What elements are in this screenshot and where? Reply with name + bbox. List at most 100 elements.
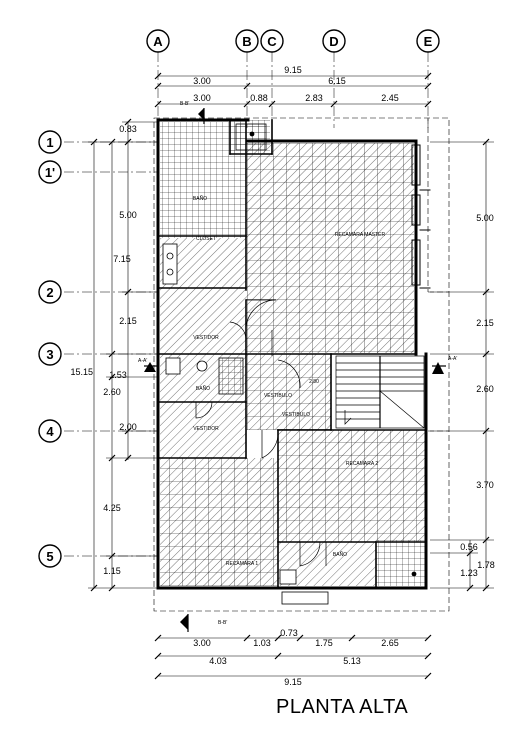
dim-stair-small: 2.80: [309, 379, 319, 385]
dim-left-a: 7.15: [113, 254, 131, 264]
room-label-bano-1: BAÑO: [193, 195, 207, 202]
dim-left-c: 2.60: [103, 387, 121, 397]
fill-vestidor-master: [160, 286, 246, 354]
dim-right-e: 0.56: [460, 542, 478, 552]
sheet-title: PLANTA ALTA: [276, 696, 409, 718]
dim-top-2b: 0.88: [250, 93, 268, 103]
dim-top-1a: 3.00: [193, 76, 211, 86]
svg-text:B-B': B-B': [218, 620, 227, 626]
fixtures: [162, 123, 417, 605]
svg-text:A: A: [153, 34, 163, 49]
column-bubbles: A B C D E: [146, 29, 440, 53]
grid-bubble-1: 1: [38, 130, 62, 154]
dim-right-b: 2.15: [476, 318, 494, 328]
dim-right-c: 2.60: [476, 384, 494, 394]
row-bubbles: 1 1' 2 3 4 5: [38, 130, 62, 568]
dim-top-2a: 3.00: [193, 93, 211, 103]
grid-bubble-b: B: [235, 29, 259, 53]
dim-bottom-total: 9.15: [284, 677, 302, 687]
room-label-vestibulo: VESTIBULO: [264, 393, 292, 399]
room-label-vestidor-2: VESTIDOR: [193, 426, 219, 432]
room-label-recamara-2: RECAMARA 2: [346, 461, 378, 467]
room-fills: [160, 120, 426, 586]
left-dimensions: [88, 118, 158, 592]
toilet-bowl: [166, 252, 174, 260]
ducto: [235, 123, 267, 151]
svg-text:2: 2: [46, 285, 53, 300]
section-mark-a-left: A-A': [138, 358, 158, 372]
room-label-vestidor-master: VESTIDOR: [193, 335, 219, 341]
closet-rack: [162, 243, 178, 285]
laundry: [279, 569, 297, 585]
room-label-closet: CLOSET: [196, 236, 216, 242]
svg-text:5: 5: [46, 549, 53, 564]
top-dimensions: [154, 72, 432, 108]
grid-bubble-3: 3: [38, 342, 62, 366]
dim-top-2d: 2.45: [381, 93, 399, 103]
fill-recamara-master-grid: [246, 143, 414, 353]
dim-left-inner-a: 0.83: [119, 124, 137, 134]
svg-text:A-A': A-A': [138, 358, 147, 364]
fill-vestidor-2: [160, 402, 246, 458]
dim-bottom-2b: 5.13: [343, 656, 361, 666]
room-label-recamara-master: RECAMARA MASTER: [335, 232, 386, 238]
svg-text:A-A': A-A': [448, 356, 457, 362]
room-labels: BAÑO RECAMARA MASTER CLOSET VESTIDOR VES…: [193, 195, 386, 567]
grid-bubble-1-prime: 1': [38, 160, 62, 184]
doors: [195, 299, 327, 567]
right-dimensions: [430, 138, 494, 592]
dim-bottom-1a: 3.00: [193, 638, 211, 648]
fill-recamara-1-grid: [160, 458, 278, 586]
svg-text:E: E: [424, 34, 433, 49]
dim-left-inner-b: 5.00: [119, 210, 137, 220]
section-mark-b-bottom: B-B': [180, 614, 227, 632]
dim-right-g: 1.78: [477, 560, 495, 570]
room-label-vestibulo-2: VESTIBULO: [282, 412, 310, 418]
dim-bottom-1e: 2.65: [381, 638, 399, 648]
section-mark-a-right: A-A': [432, 356, 457, 374]
fill-shower-3: [376, 540, 426, 586]
grid-bubble-e: E: [416, 29, 440, 53]
svg-text:3: 3: [46, 347, 53, 362]
section-mark-b-top: B-B': [180, 101, 205, 124]
svg-text:1': 1': [45, 165, 55, 180]
grid-bubble-2: 2: [38, 280, 62, 304]
dim-top-2c: 2.83: [305, 93, 323, 103]
bottom-dimensions: [154, 634, 432, 680]
svg-text:C: C: [267, 34, 277, 49]
grid-bubble-4: 4: [38, 419, 62, 443]
grid-bubble-c: C: [260, 29, 284, 53]
grid-bubble-a: A: [146, 29, 170, 53]
dim-left-e: 1.15: [103, 566, 121, 576]
fill-vestibulo-grid: [246, 354, 331, 430]
svg-text:4: 4: [46, 424, 54, 439]
dim-left-d: 4.25: [103, 503, 121, 513]
dim-left-inner-c: 2.15: [119, 316, 137, 326]
fill-recamara-2-grid: [278, 430, 426, 542]
stairs: [335, 355, 425, 429]
dim-left-total: 15.15: [70, 367, 93, 377]
dim-left-b: 1.53: [109, 370, 127, 380]
walls: [156, 118, 431, 590]
dim-top-total: 9.15: [284, 65, 302, 75]
svg-text:1: 1: [46, 135, 53, 150]
shower-drain: [411, 571, 417, 577]
dim-bottom-1d: 1.75: [315, 638, 333, 648]
shower-2: [218, 357, 244, 395]
dim-bottom-2a: 4.03: [209, 656, 227, 666]
dim-bottom-1c: 0.73: [280, 628, 298, 638]
dim-top-1b: 6.15: [328, 76, 346, 86]
dim-right-f: 1.23: [460, 568, 478, 578]
svg-text:D: D: [329, 34, 338, 49]
dim-left-inner-d: 2.00: [119, 422, 137, 432]
outline-below: [153, 117, 450, 612]
balcony: [281, 591, 329, 605]
room-label-bano-3: BAÑO: [333, 551, 347, 558]
grid-bubble-d: D: [322, 29, 346, 53]
dim-bottom-1b: 1.03: [253, 638, 271, 648]
room-label-recamara-1: RECAMARA 1: [226, 561, 258, 567]
toilet: [196, 360, 208, 372]
sink: [165, 357, 181, 375]
room-label-bano-2: BAÑO: [196, 385, 210, 392]
dim-right-d: 3.70: [476, 480, 494, 490]
